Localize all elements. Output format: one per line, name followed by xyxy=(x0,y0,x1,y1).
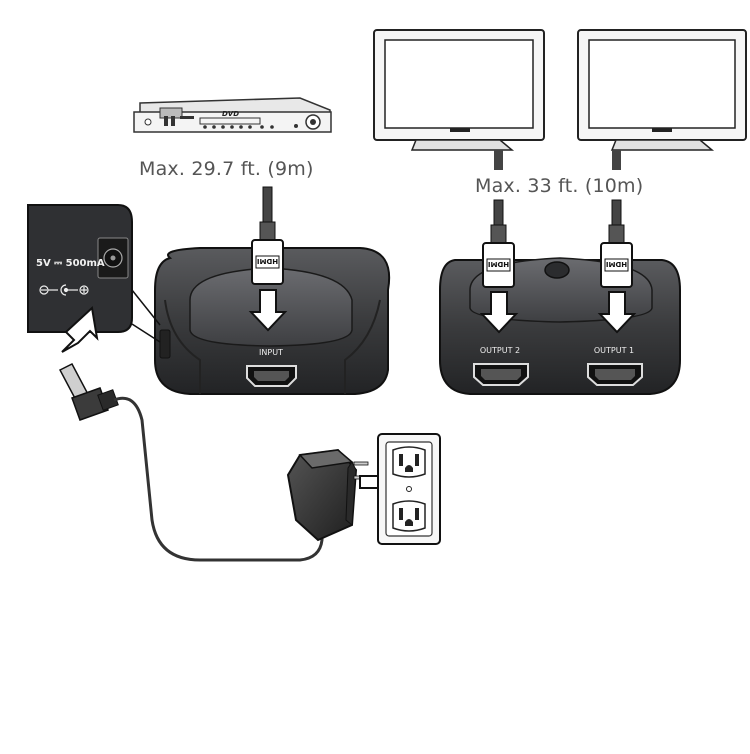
hdmi-mark-output-1: HDMI xyxy=(606,260,627,268)
arrow-down-output-1-icon xyxy=(597,291,637,334)
input-cable-distance-label: Max. 29.7 ft. (9m) xyxy=(139,158,314,180)
input-port-label: INPUT xyxy=(259,348,283,357)
hdmi-plug-input: HDMI xyxy=(251,239,284,285)
wall-outlet xyxy=(377,433,441,545)
power-rating-label: 5V ⎓ 500mA xyxy=(36,258,105,269)
arrow-down-input-icon xyxy=(248,289,288,332)
monitor-left xyxy=(373,29,545,151)
hdmi-cable-output-2 xyxy=(490,150,507,249)
arrow-up-power-icon xyxy=(61,306,99,353)
arrow-down-output-2-icon xyxy=(479,291,519,334)
hdmi-plug-output-2: HDMI xyxy=(482,242,515,288)
monitor-right xyxy=(577,29,747,151)
hdmi-plug-output-1: HDMI xyxy=(600,242,633,288)
dvd-logo: DVD xyxy=(222,110,239,118)
output-1-port-label: OUTPUT 1 xyxy=(594,346,634,355)
hdmi-cable-output-1 xyxy=(608,150,625,249)
output-cable-distance-label: Max. 33 ft. (10m) xyxy=(475,175,644,197)
polarity-symbol-icon xyxy=(39,284,89,296)
output-2-port-label: OUTPUT 2 xyxy=(480,346,520,355)
power-port-callout: 5V ⎓ 500mA xyxy=(27,204,161,343)
splitter-output-unit: OUTPUT 2 OUTPUT 1 xyxy=(439,257,681,395)
dvd-player: DVD xyxy=(133,97,332,133)
power-adapter xyxy=(286,448,369,542)
hdmi-cable-input xyxy=(259,186,276,246)
hdmi-mark-input: HDMI xyxy=(257,257,278,265)
power-cord xyxy=(113,396,324,562)
switch-button xyxy=(544,261,570,279)
dc-power-plug xyxy=(58,363,119,421)
hdmi-mark-output-2: HDMI xyxy=(488,260,509,268)
